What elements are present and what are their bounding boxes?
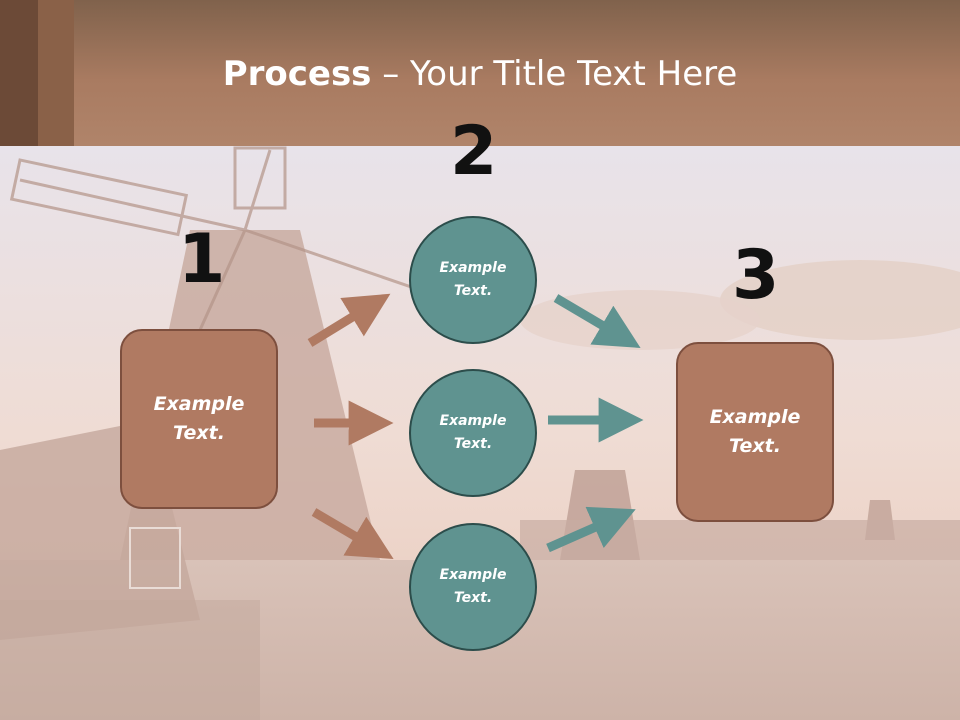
- arrow-up-right: [307, 293, 391, 347]
- process-circle-middle[interactable]: Example Text.: [409, 369, 537, 497]
- page-title[interactable]: Process – Your Title Text Here: [0, 54, 960, 94]
- arrow-down-right-teal: [553, 294, 641, 348]
- title-bold: Process: [222, 54, 372, 94]
- circle-middle-text: Example Text.: [439, 413, 507, 452]
- arrow-up-right-teal: [546, 506, 636, 553]
- arrow-down-right: [311, 508, 394, 559]
- process-box-right[interactable]: Example Text.: [676, 342, 834, 522]
- process-circle-bottom[interactable]: Example Text.: [409, 523, 537, 651]
- process-box-left[interactable]: Example Text.: [120, 329, 278, 509]
- process-circle-top[interactable]: Example Text.: [409, 216, 537, 344]
- header-accent-band: [38, 0, 74, 146]
- step-number-3: 3: [732, 236, 780, 315]
- header-accent-band: [0, 0, 38, 146]
- circle-top-text: Example Text.: [439, 260, 507, 299]
- title-bar: [0, 0, 960, 146]
- circle-bottom-text: Example Text.: [439, 567, 507, 606]
- box-right-text: Example Text.: [709, 406, 801, 457]
- step-number-2: 2: [450, 112, 498, 191]
- title-rest: – Your Title Text Here: [371, 54, 738, 94]
- box-left-text: Example Text.: [153, 393, 245, 444]
- step-number-1: 1: [178, 220, 226, 299]
